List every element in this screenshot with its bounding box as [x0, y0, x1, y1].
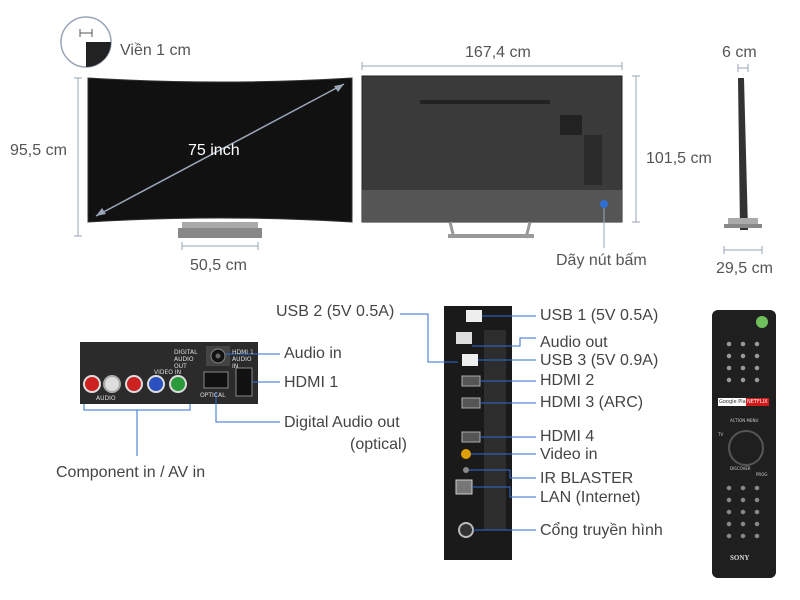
stand-width-label: 50,5 cm: [190, 257, 247, 274]
depth-stand-label: 29,5 cm: [716, 260, 773, 277]
panel-text-video-in: VIDEO IN: [154, 369, 182, 376]
hdmi4-label: HDMI 4: [540, 428, 595, 445]
usb3-label: USB 3 (5V 0.9A): [540, 352, 659, 369]
action-menu-label: ACTION MENU: [730, 418, 759, 423]
button-strip-label: Dãy nút bấm: [556, 252, 647, 269]
usb2-label: USB 2 (5V 0.5A): [276, 303, 395, 320]
panel-text-hdmi1: HDMI 1 AUDIO IN: [232, 349, 254, 370]
panel-text-digital-audio: DIGITAL AUDIO OUT: [174, 349, 198, 370]
height-panel-label: 101,5 cm: [646, 150, 712, 167]
netflix-button: NETFLIX: [746, 398, 769, 406]
discover-label: DISCOVER: [730, 466, 751, 471]
component-av-label: Component in / AV in: [56, 464, 206, 481]
tv-back: [361, 75, 623, 239]
side-port-panel: [80, 342, 258, 404]
digital-audio-out-label: Digital Audio out: [284, 414, 400, 431]
tv-side: [724, 78, 762, 230]
depth-panel-label: 6 cm: [722, 44, 757, 61]
tv-label: TV: [718, 432, 724, 437]
optical-label: (optical): [350, 436, 407, 453]
antenna-label: Cổng truyền hình: [540, 522, 663, 539]
power-button: [756, 316, 768, 328]
height-with-stand-label: 95,5 cm: [10, 142, 67, 159]
remote-control: Google Play NETFLIX ACTION MENU TV DISCO…: [712, 310, 776, 578]
panel-text-audio: AUDIO: [96, 395, 116, 402]
lan-label: LAN (Internet): [540, 489, 641, 506]
audio-out-label: Audio out: [540, 334, 608, 351]
hdmi3-label: HDMI 3 (ARC): [540, 394, 644, 411]
prog-label: PROG: [756, 472, 768, 477]
hdmi1-label: HDMI 1: [284, 374, 339, 391]
google-play-button: Google Play: [718, 398, 750, 406]
video-in-label: Video in: [540, 446, 598, 463]
usb1-label: USB 1 (5V 0.5A): [540, 307, 659, 324]
lower-buttons: [722, 482, 766, 542]
audio-in-label: Audio in: [284, 345, 342, 362]
panel-text-optical: OPTICAL: [200, 392, 226, 399]
dpad: [728, 430, 764, 466]
screen-size-label: 75 inch: [188, 142, 240, 159]
number-pad: [722, 338, 766, 388]
tv-front: [87, 77, 353, 238]
bezel-label: Viền 1 cm: [120, 42, 191, 59]
rear-port-strip: [444, 306, 512, 560]
ir-blaster-label: IR BLASTER: [540, 470, 634, 487]
width-label: 167,4 cm: [465, 44, 531, 61]
bezel-detail: [60, 16, 112, 68]
hdmi2-label: HDMI 2: [540, 372, 595, 389]
remote-brand: SONY: [730, 554, 750, 562]
